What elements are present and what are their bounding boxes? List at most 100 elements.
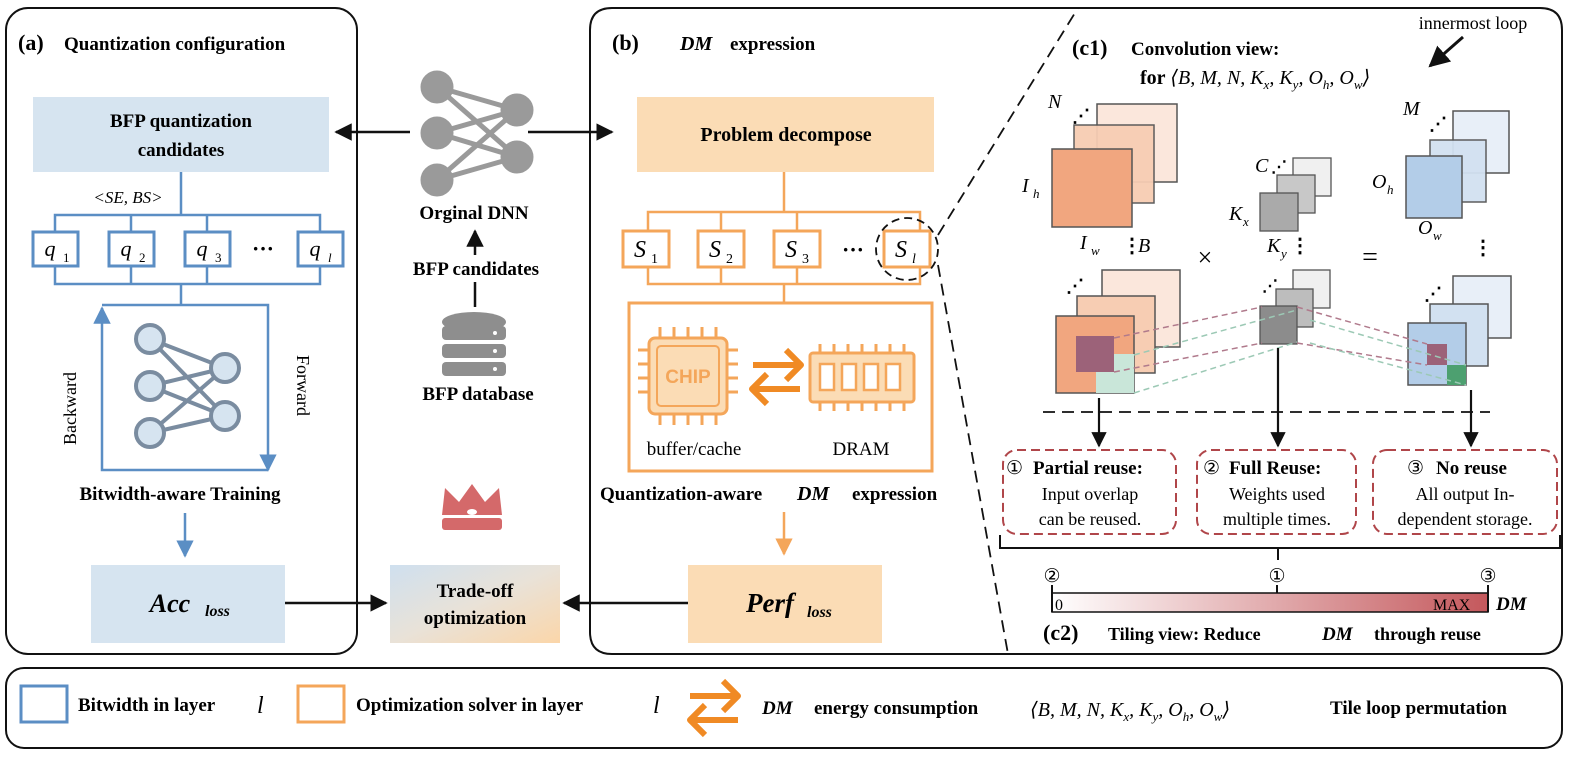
tradeoff-line2: optimization [424,608,527,629]
svg-text:l: l [912,252,916,267]
legend-bitwidth-var: l [257,693,264,719]
backward-label: Backward [60,372,80,445]
legend-loop: ⟨B, M, N, Kx, Ky, Oh, Ow⟩ [1030,699,1230,724]
chip-label: CHIP [665,367,711,388]
dots: ⋰ [1066,276,1084,296]
b-label: B [1138,235,1150,257]
panel-c1-label: (c1) [1072,35,1107,60]
panel-c2-title-prefix: Tiling view: Reduce [1108,624,1261,644]
qa-dm-dm: DM [796,483,830,505]
output-tile-stack [1407,275,1512,386]
ky-label: K [1266,235,1282,257]
vdots: ⋮ [1122,235,1142,257]
svg-text:l: l [328,250,332,265]
svg-text:q: q [197,236,208,261]
svg-text:multiple times.: multiple times. [1223,509,1331,529]
chip-icon [638,327,738,425]
svg-text:3: 3 [215,250,222,265]
reuse-full-box: ② Full Reuse: Weights used multiple time… [1196,449,1357,535]
dots: ⋰ [1262,278,1278,295]
reuse-none-box: ③ No reuse All output In- dependent stor… [1372,449,1558,535]
neural-net-icon-blue [134,323,241,449]
dm-gradient-bar [1051,592,1489,613]
dm-hardware-box [627,301,934,473]
panel-a-label: (a) [18,30,44,55]
q-box-1: q 1 [31,230,80,268]
svg-text:3: 3 [802,252,809,267]
tile-mapping-lines [1113,306,1467,394]
svg-text:can be reused.: can be reused. [1039,509,1141,529]
tradeoff-line1: Trade-off [437,581,514,602]
ih-sub: h [1033,186,1040,201]
panel-b-title: expression [730,34,816,55]
kx-label: K [1228,203,1244,225]
ih-label: I [1021,175,1030,197]
kx-sub: x [1242,214,1249,229]
ow-sub: w [1433,228,1442,243]
q-box-3: q 3 [183,230,232,268]
qa-dm-suffix: expression [852,484,938,505]
svg-text:Full Reuse:: Full Reuse: [1229,458,1321,479]
bfp-candidates-label: BFP candidates [413,259,539,280]
buffer-label: buffer/cache [647,439,742,460]
q-bracket-bottom [53,264,322,286]
svg-text:Weights used: Weights used [1229,484,1325,504]
problem-decompose-label: Problem decompose [700,124,871,146]
panel-b-label: (b) [612,30,639,55]
marker-mid: ① [1268,566,1285,587]
reuse-bracket [999,535,1561,549]
perf-loss-sub: loss [807,604,832,621]
panel-bc-frame [589,7,1563,655]
s-l-highlight-circle [875,217,939,281]
legend-bitwidth: Bitwidth in layer [78,695,216,716]
svg-text:q: q [45,236,56,261]
forward-label: Forward [293,355,313,416]
svg-text:Input overlap: Input overlap [1042,484,1138,504]
legend-solver: Optimization solver in layer [356,695,584,716]
innermost-arrow [1428,35,1464,68]
bar-zero: 0 [1055,597,1063,614]
dram-icon [808,344,916,411]
bfp-database-label: BFP database [422,384,533,405]
svg-text:S: S [709,237,721,263]
s-box-3: S 3 [772,229,822,269]
loop-order: for ⟨B, M, N, Kx, Ky, Oh, Ow⟩ [1140,67,1370,92]
panel-c2-title-dm: DM [1321,624,1354,645]
q-ellipsis: ··· [252,236,274,261]
legend-blue-swatch [19,684,69,724]
svg-text:①: ① [1006,458,1023,479]
panel-b-title-dm: DM [679,33,713,55]
oh-label: O [1372,171,1386,193]
bar-dm: DM [1495,594,1528,615]
problem-decompose-box [637,97,934,172]
bfp-candidates-box [33,97,329,172]
s-bracket-bottom [646,266,922,286]
legend-frame [5,667,1563,749]
bfp-candidates-line1: BFP quantization [110,111,252,132]
training-loop-forward [102,303,277,472]
equals-symbol: = [1362,242,1378,273]
acc-loss-main: Acc [148,589,191,618]
s-box-1: S 1 [621,229,671,269]
q-box-2: q 2 [107,230,156,268]
legend-dm: DM [761,698,794,719]
acc-loss-sub: loss [205,603,230,620]
neural-net-icon-gray [420,70,534,197]
reuse-partial-box: ① Partial reuse: Input overlap can be re… [1002,449,1177,535]
q-bracket-top [53,213,322,236]
input-tensor-stack [1051,103,1178,228]
bar-max: MAX [1433,597,1471,614]
panel-c1-title: Convolution view: [1131,39,1279,60]
training-label: Bitwidth-aware Training [79,484,281,505]
swap-arrows-icon [749,347,804,407]
svg-text:Partial reuse:: Partial reuse: [1033,458,1143,479]
marker-right: ③ [1479,566,1496,587]
svg-text:S: S [785,237,797,263]
se-bs-label: <SE, BS> [93,188,162,207]
n-label: N [1047,91,1063,113]
dram-label: DRAM [832,439,889,460]
svg-text:q: q [121,236,132,261]
panel-c2-title-suffix: through reuse [1374,624,1481,644]
svg-text:q: q [310,236,321,261]
